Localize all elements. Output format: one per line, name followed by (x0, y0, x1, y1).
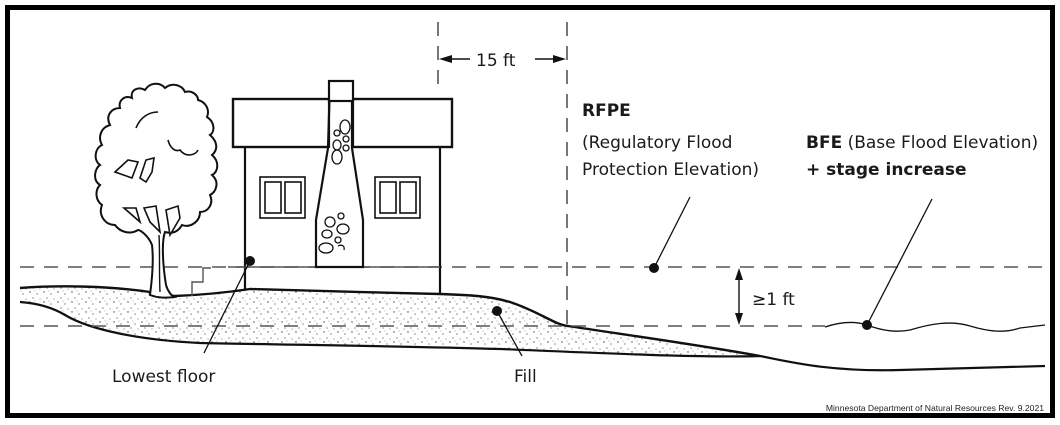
credit-text: Minnesota Department of Natural Resource… (826, 403, 1044, 413)
diagram-frame (5, 5, 1055, 418)
setback-distance-label: 15 ft (476, 51, 516, 71)
house-illustration (228, 79, 454, 294)
bfe-marker (862, 320, 872, 330)
rfpe-marker (649, 263, 659, 273)
chimney-stones (318, 119, 351, 254)
lowest-floor-marker (245, 256, 255, 266)
house-window-right (374, 176, 421, 219)
rfpe-line2: Protection Elevation) (582, 160, 759, 180)
bfe-full: (Base Flood Elevation) (842, 133, 1038, 153)
setback-dimension: 15 ft (439, 51, 566, 71)
freeboard-label: ≥1 ft (752, 290, 795, 310)
natural-ground-line (19, 300, 1046, 372)
tree-illustration (94, 82, 219, 299)
fill-callout: Fill (492, 306, 537, 387)
house-window-left (259, 176, 306, 219)
fill-label: Fill (514, 367, 537, 387)
bfe-line2: + stage increase (806, 160, 967, 180)
fill-marker (492, 306, 502, 316)
rfpe-callout: RFPE (Regulatory Flood Protection Elevat… (582, 101, 759, 273)
house-steps (191, 267, 211, 296)
lowest-floor-callout: Lowest floor (112, 256, 255, 387)
svg-text:BFE (Base Flood Elevation): BFE (Base Flood Elevation) (806, 133, 1038, 153)
rfpe-abbrev: RFPE (582, 101, 631, 121)
rfpe-line1: (Regulatory Flood (582, 133, 732, 153)
water-surface-line (824, 321, 1046, 332)
bfe-callout: BFE (Base Flood Elevation) + stage incre… (806, 133, 1038, 326)
freeboard-dimension: ≥1 ft (735, 268, 795, 325)
fill-area (19, 285, 1046, 372)
bfe-abbrev: BFE (806, 133, 842, 153)
lowest-floor-label: Lowest floor (112, 367, 215, 387)
